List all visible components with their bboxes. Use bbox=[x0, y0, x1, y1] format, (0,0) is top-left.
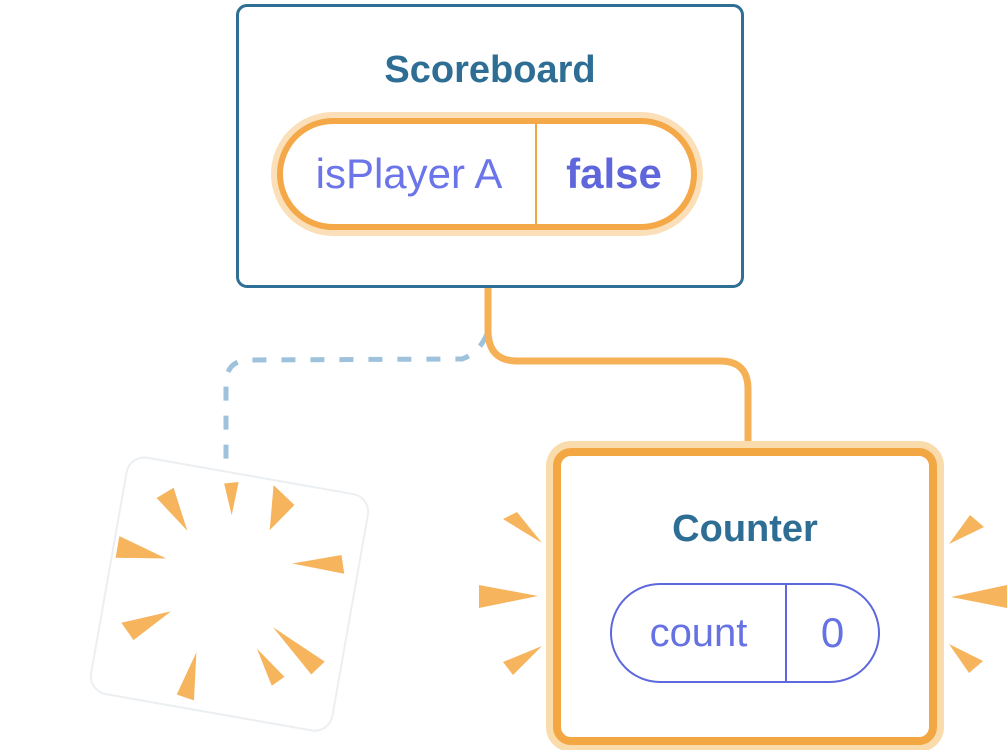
state-label: isPlayer A bbox=[315, 150, 503, 197]
scoreboard-card: Scoreboard isPlayer A false bbox=[236, 4, 744, 288]
counter-card: Counter count 0 bbox=[553, 448, 937, 745]
counter-state-pill: count 0 bbox=[610, 583, 880, 683]
scoreboard-state-pill: isPlayer A false bbox=[277, 118, 697, 230]
connector-active-line bbox=[484, 287, 752, 450]
state-value: false bbox=[566, 150, 662, 197]
connector-removed-dashed-line bbox=[223, 332, 490, 459]
pill-divider bbox=[535, 124, 537, 224]
explosion-burst-icon bbox=[115, 481, 345, 701]
scoreboard-title: Scoreboard bbox=[384, 49, 596, 91]
counter-title: Counter bbox=[672, 508, 818, 550]
pill-divider bbox=[785, 585, 787, 681]
state-value: 0 bbox=[820, 609, 845, 656]
destroyed-card bbox=[89, 456, 370, 732]
burst-marks-icon bbox=[479, 512, 542, 675]
state-label: count bbox=[649, 611, 748, 655]
burst-marks-icon bbox=[949, 515, 1007, 673]
